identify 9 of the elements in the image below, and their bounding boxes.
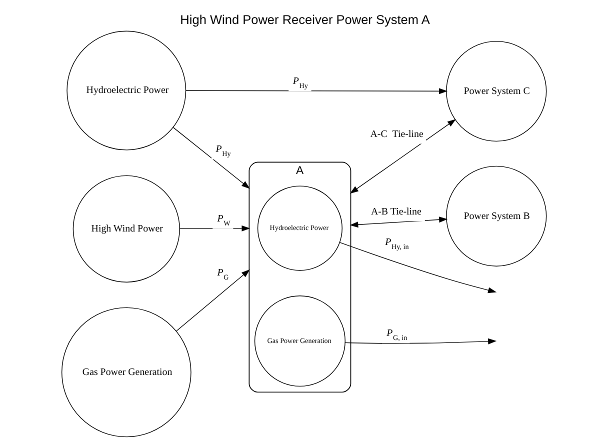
edge-label: P$_{Hy}$ <box>216 144 231 158</box>
edge-label: P$_{Hy, in}$ <box>385 237 409 252</box>
edge-label: A-C Tie-line <box>370 129 424 140</box>
diagram-title: High Wind Power Receiver Power System A <box>180 12 430 28</box>
edge-label: P$_{G}$ <box>217 268 229 282</box>
edge-label: A-B Tie-line <box>370 206 422 218</box>
edge-label: P$_{W}$ <box>217 214 230 228</box>
edge-label: P$_{G, in}$ <box>386 328 408 342</box>
edge-label: P$_{Hy}$ <box>292 76 308 90</box>
